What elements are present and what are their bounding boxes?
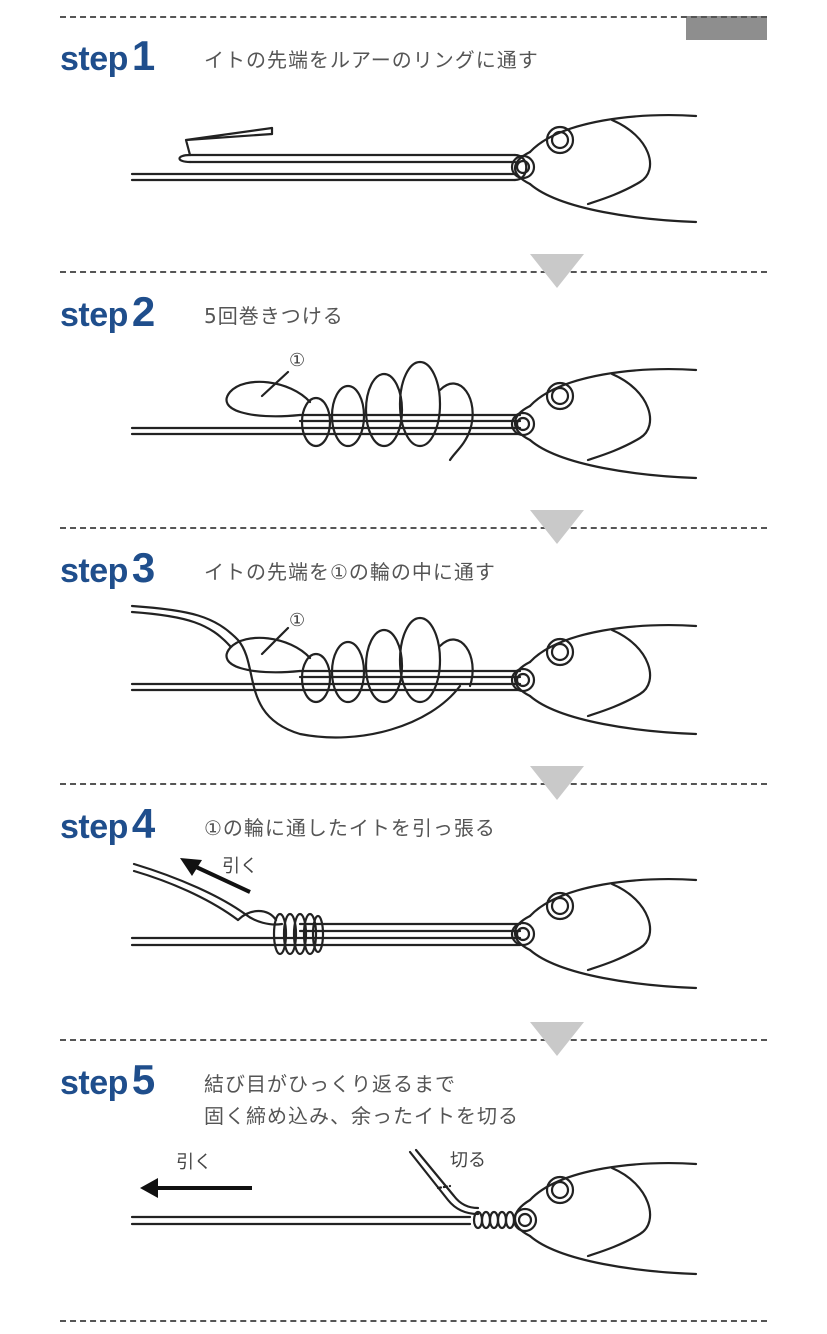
divider [60, 527, 767, 529]
divider [60, 1320, 767, 1322]
pull-arrow-icon [180, 858, 251, 894]
step-number: 1 [131, 32, 156, 79]
step-4-figure: 引く [130, 856, 698, 990]
step-word: step [60, 1064, 128, 1102]
arrow-down-icon [530, 1022, 584, 1056]
arrow-down-icon [530, 254, 584, 288]
pull-label: 引く [222, 856, 258, 877]
step-2-figure: ① [130, 350, 698, 480]
step-number: 4 [131, 800, 156, 847]
cut-label: 切る [450, 1150, 486, 1171]
step-word: step [60, 40, 128, 78]
step-word: step [60, 808, 128, 846]
step-4-text: ①の輪に通したイトを引っ張る [204, 816, 496, 840]
loop-marker: ① [289, 610, 305, 631]
step-word: step [60, 296, 128, 334]
step-2-label: step2 [60, 288, 155, 336]
step-1-text: イトの先端をルアーのリングに通す [204, 48, 539, 72]
step-3-figure: ① [130, 604, 698, 739]
step-1-label: step1 [60, 32, 155, 80]
step-number: 3 [131, 544, 156, 591]
corner-tab [686, 16, 767, 40]
divider [60, 16, 767, 18]
step-2-text: 5回巻きつける [204, 304, 344, 328]
step-4-label: step4 [60, 800, 155, 848]
divider [60, 1039, 767, 1041]
step-1-figure [130, 113, 698, 224]
step-number: 5 [131, 1056, 156, 1103]
step-3-text: イトの先端を①の輪の中に通す [204, 560, 496, 584]
pull-label: 引く [176, 1152, 212, 1173]
step-5-label: step5 [60, 1056, 155, 1104]
step-number: 2 [131, 288, 156, 335]
arrow-down-icon [530, 510, 584, 544]
step-5-text-line-1: 結び目がひっくり返るまで [204, 1072, 456, 1096]
step-word: step [60, 552, 128, 590]
step-5-text-line-2: 固く締め込み、余ったイトを切る [204, 1104, 519, 1128]
step-3-label: step3 [60, 544, 155, 592]
divider [60, 783, 767, 785]
arrow-down-icon [530, 766, 584, 800]
loop-marker: ① [289, 350, 305, 371]
divider [60, 271, 767, 273]
pull-arrow-icon [140, 1178, 252, 1198]
step-5-figure: 引く 切る [130, 1148, 698, 1276]
